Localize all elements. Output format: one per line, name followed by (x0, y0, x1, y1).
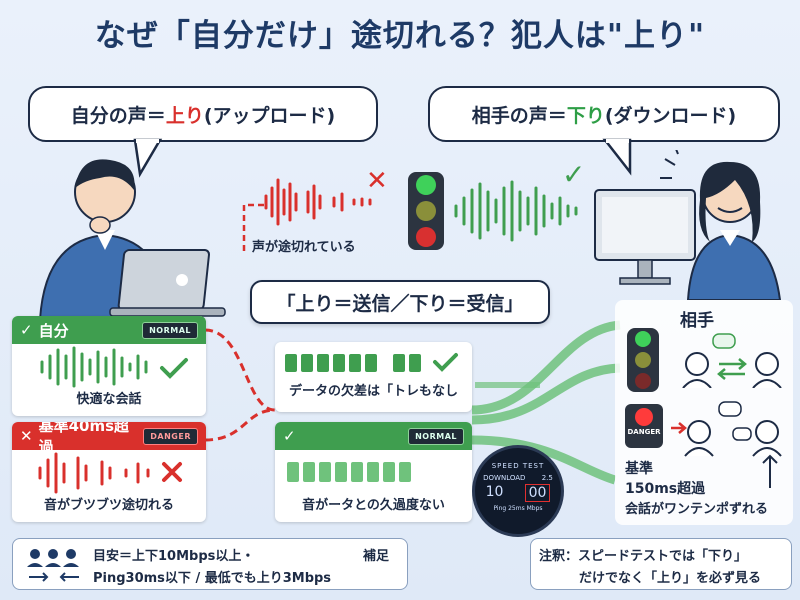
other-party-title: 相手 (680, 311, 714, 331)
normal-check-icon: ✓ (283, 427, 296, 445)
speed-test-upload-value: 00 (524, 484, 551, 502)
guideline-line1: 目安＝上下10Mbps以上・ (93, 549, 255, 564)
normal-status-header: ✓ NORMAL (275, 422, 472, 450)
bubble-own-voice-highlight: 上り (165, 104, 204, 127)
danger-status-card: ✕ 基準40ms超過 DANGER 音がブツブツ途切れる (12, 422, 206, 522)
clear-voice-waveform (454, 180, 578, 242)
bubble-other-voice: 相手の声＝ 下り (ダウンロード) (428, 86, 780, 142)
criteria-label: 基準 (625, 461, 653, 477)
bubble-own-voice-prefix: 自分の声＝ (70, 104, 166, 127)
traffic-lamp-green (416, 175, 436, 195)
danger-caption: 音がブツブツ途切れる (43, 498, 174, 513)
people-group-icon (27, 549, 79, 582)
danger-status-header: ✕ 基準40ms超過 DANGER (12, 422, 206, 456)
broken-voice-label: 声が途切れている (252, 240, 356, 255)
criteria-caption: 会話がワンテンポずれる (625, 502, 769, 517)
up-down-definition-callout: 「上り＝送信／下り＝受信」 (250, 280, 550, 324)
data-status-card: データの欠差は「トレもなし (275, 342, 472, 412)
user-other-illustration (594, 150, 782, 300)
traffic-lamp-red (416, 227, 436, 247)
danger-waveform (38, 452, 182, 494)
speed-test-values: 10 00 (475, 484, 561, 502)
other-party-panel: 相手 DANGER 基準 150ms超過 会話がワンテンポずれる (615, 300, 793, 525)
normal-packet-bars (287, 462, 411, 482)
broken-voice-cross-icon: ✕ (366, 166, 388, 196)
normal-badge: NORMAL (142, 321, 198, 339)
self-status-header: ✓ 自分 NORMAL (12, 316, 206, 344)
danger-status-title: 基準40ms超過 (38, 422, 130, 456)
normal-status-badge: NORMAL (408, 427, 464, 445)
guideline-line2: Ping30ms以下 / 最低でも上り3Mbps (93, 571, 332, 586)
danger-sign: DANGER (625, 404, 663, 448)
speed-test-upload-label: 2.5 (541, 474, 553, 482)
danger-lamp-red (635, 408, 653, 426)
data-packet-bars (285, 353, 458, 372)
speed-test-widget: SPEED TEST DOWNLOAD 2.5 10 00 Ping 25ms … (472, 445, 564, 537)
self-status-title: 自分 (38, 321, 69, 340)
right-lamp-green (635, 330, 651, 347)
danger-cross-icon: ✕ (20, 427, 33, 445)
self-check-icon: ✓ (20, 321, 33, 339)
page-title: なぜ「自分だけ」途切れる？犯人は"上り" (94, 18, 706, 54)
traffic-light-right (627, 328, 659, 392)
normal-caption: 音がータとの久過度ない (302, 498, 445, 513)
conversation-lagging-icon (671, 401, 782, 457)
guideline-box: 目安＝上下10Mbps以上・ 補足 Ping30ms以下 / 最低でも上り3Mb… (12, 538, 408, 590)
conversation-normal-icon (682, 333, 782, 388)
right-lamp-amber (635, 351, 651, 368)
broken-voice-waveform (264, 178, 372, 226)
danger-badge: DANGER (143, 427, 198, 445)
traffic-light-center (408, 172, 444, 250)
bubble-other-voice-highlight: 下り (566, 104, 605, 127)
normal-status-card: ✓ NORMAL 音がータとの久過度ない (275, 422, 472, 522)
connector-bracket (242, 203, 264, 255)
speed-test-download-label: DOWNLOAD (483, 474, 526, 482)
bubble-own-voice: 自分の声＝ 上り (アップロード) (28, 86, 378, 142)
bubble-other-voice-suffix: (ダウンロード) (604, 104, 737, 127)
bubble-own-voice-suffix: (アップロード) (203, 104, 336, 127)
self-waveform (40, 346, 188, 388)
speed-test-download-value: 10 (485, 484, 504, 500)
user-self-illustration (38, 159, 226, 320)
note-line1: 注釈：スピードテストでは「下り」 (539, 549, 748, 564)
danger-sign-label: DANGER (627, 428, 661, 436)
speed-test-labels: DOWNLOAD 2.5 (475, 474, 561, 482)
clear-voice-check-icon: ✓ (562, 158, 586, 191)
bubble-tail-right (602, 138, 632, 176)
speed-test-title: SPEED TEST (491, 462, 545, 470)
bubble-tail-left (133, 138, 163, 178)
guideline-supplement: 補足 (363, 549, 390, 564)
self-caption: 快適な会話 (76, 392, 142, 407)
speedtest-note-box: 注釈：スピードテストでは「下り」 だけでなく「上り」を必ず見る (530, 538, 792, 590)
speed-test-sub: Ping 25ms Mbps (493, 505, 543, 512)
criteria-arrow-icon (762, 454, 778, 488)
criteria-value: 150ms超過 (625, 481, 706, 497)
note-line2: だけでなく「上り」を必ず見る (579, 571, 762, 586)
data-caption: データの欠差は「トレもなし (288, 384, 458, 399)
self-status-card: ✓ 自分 NORMAL 快適な会話 (12, 316, 206, 416)
right-lamp-red (635, 373, 651, 390)
bubble-other-voice-prefix: 相手の声＝ (471, 104, 567, 127)
traffic-lamp-amber (416, 201, 436, 221)
